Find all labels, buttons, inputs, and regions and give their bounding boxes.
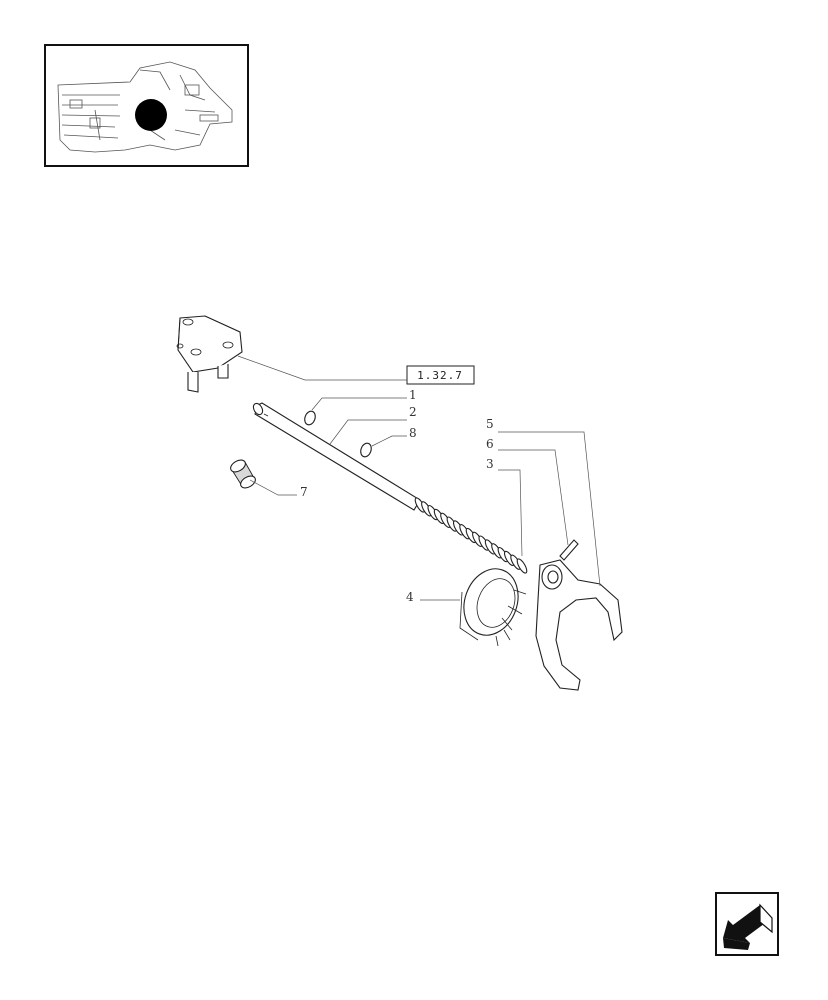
reference-box-label: 1.32.7: [417, 369, 463, 382]
callout-2: 2: [409, 405, 417, 419]
callout-3: 3: [486, 457, 494, 471]
callout-8: 8: [409, 426, 417, 440]
locator-thumbnail: [44, 44, 249, 167]
back-arrow-icon: [723, 903, 773, 950]
callout-5: 5: [486, 417, 494, 431]
callout-1: 1: [409, 388, 417, 402]
bracket-part: [176, 315, 243, 393]
transmission-sketch: [57, 61, 233, 153]
synchro-hub-part: [459, 568, 527, 647]
o-ring-part-8: [360, 442, 372, 458]
shift-fork-part: [535, 559, 623, 691]
spring-part: [414, 497, 528, 574]
pin-part: [559, 539, 579, 561]
location-marker: [135, 99, 167, 131]
callout-7: 7: [300, 485, 308, 499]
bushing-part: [230, 459, 256, 489]
o-ring-part-1: [304, 410, 316, 426]
callout-6: 6: [486, 437, 494, 451]
shaft-part: [252, 402, 421, 511]
callout-4: 4: [406, 590, 414, 604]
reference-box[interactable]: 1.32.7: [406, 365, 475, 385]
spring-coil: [516, 558, 528, 574]
back-arrow-button[interactable]: [715, 892, 779, 956]
